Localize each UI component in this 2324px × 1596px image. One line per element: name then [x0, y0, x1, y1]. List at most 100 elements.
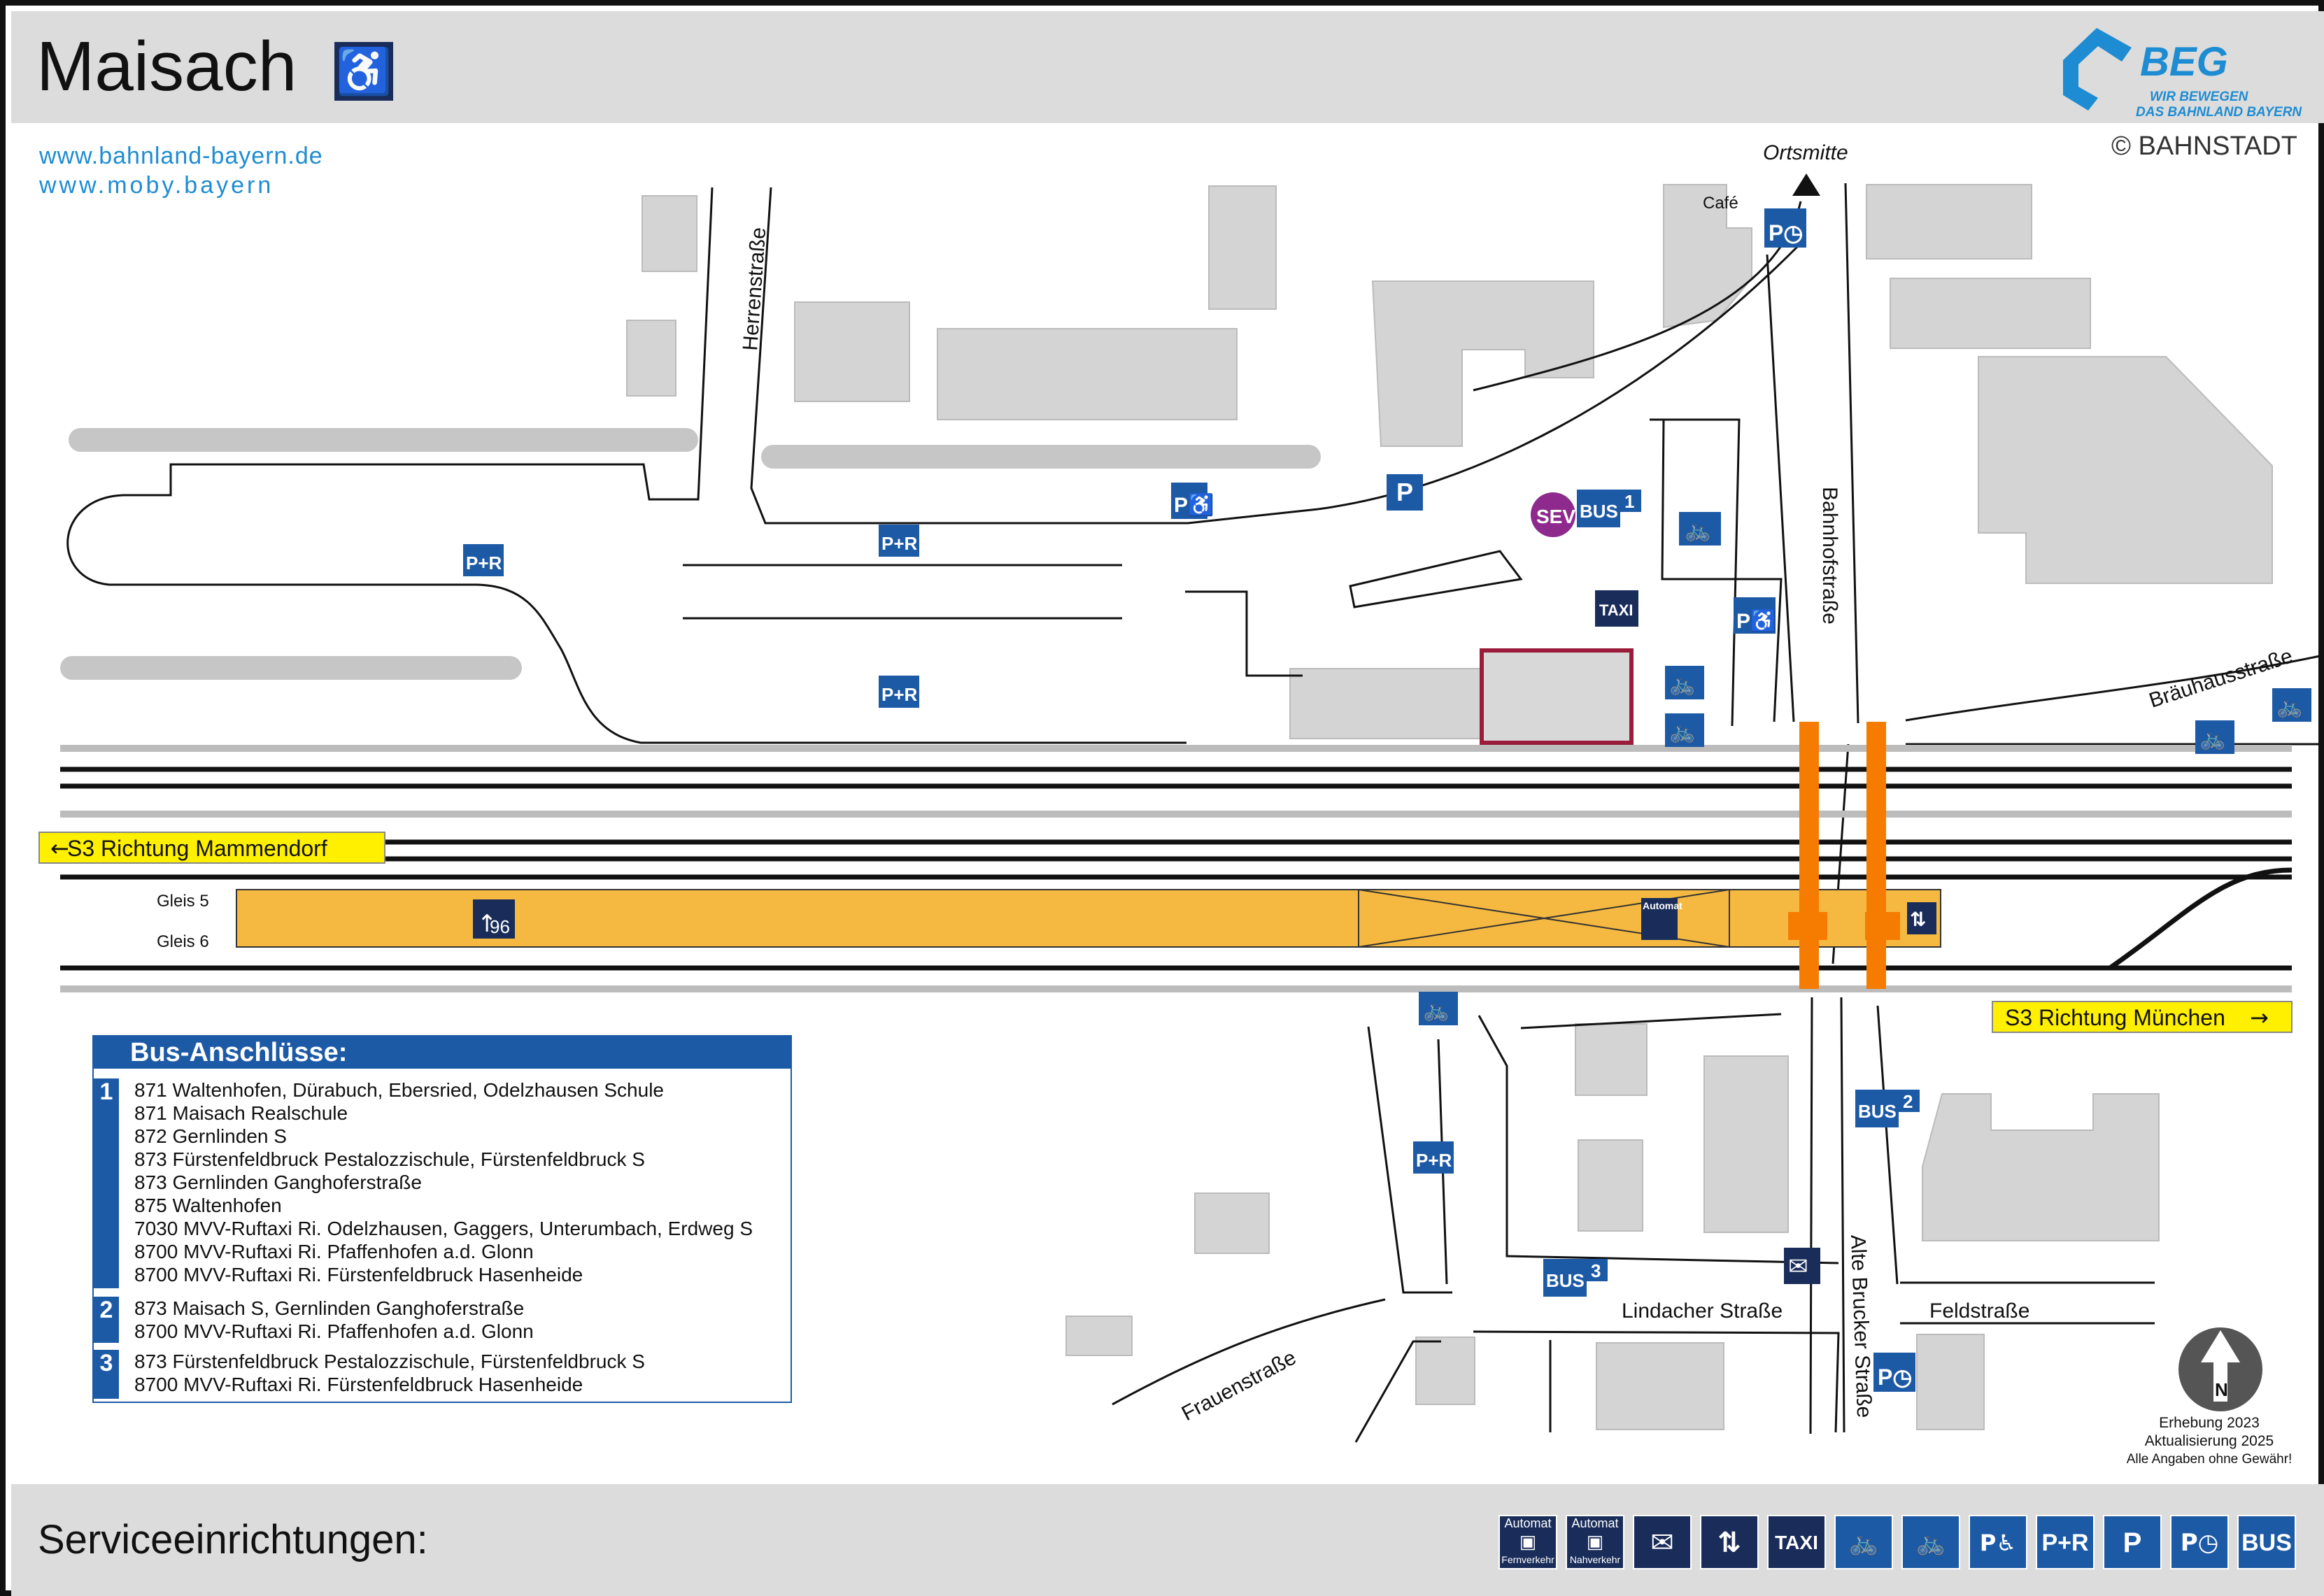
svg-text:⇅: ⇅ [1910, 908, 1926, 931]
svg-text:P+R: P+R [1416, 1150, 1452, 1171]
bus-group-2: 2 873 Maisach S, Gernlinden Ganghoferstr… [94, 1297, 791, 1346]
bus-connections-panel: Bus-Anschlüsse: 1 871 Waltenhofen, Dürab… [92, 1035, 792, 1403]
street-bahnhofstrasse: Bahnhofstraße [1818, 487, 1841, 625]
ticket-machine-long-distance-icon: Automat ▣ Fernverkehr [1498, 1515, 1557, 1569]
roads [66, 183, 2321, 1443]
station-map: S3 Richtung Mammendorf ← S3 Richtung Mün… [38, 141, 2321, 1443]
direction-west-banner: S3 Richtung Mammendorf ← [38, 832, 385, 864]
ticket-machine-local-icon: Automat ▣ Nahverkehr [1566, 1515, 1624, 1569]
short-term-parking-icon-2: P◷ [1873, 1353, 1915, 1392]
svg-text:TAXI: TAXI [1599, 601, 1633, 619]
street-alte-brucker-strasse: Alte Brucker Straße [1846, 1234, 1876, 1418]
parking-icon-1: P [1387, 474, 1423, 511]
svg-text:P♿: P♿ [1736, 608, 1776, 633]
bus-line: 8700 MVV-Ruftaxi Ri. Fürstenfeldbruck Ha… [134, 1264, 583, 1285]
svg-text:🚲: 🚲 [1669, 720, 1695, 744]
services-title: Serviceeinrichtungen: [38, 1517, 428, 1562]
direction-east-label: S3 Richtung München [2005, 1005, 2225, 1030]
bike-parking-icon-3: 🚲 [1665, 713, 1704, 747]
gleis-6-label: Gleis 6 [157, 932, 209, 951]
disabled-parking-icon-1: P♿ [1171, 483, 1214, 519]
bus-line: 8700 MVV-Ruftaxi Ri. Pfaffenhofen a.d. G… [134, 1320, 534, 1342]
bus-line: 8700 MVV-Ruftaxi Ri. Fürstenfeldbruck Ha… [134, 1374, 583, 1395]
gleis-5-label: Gleis 5 [157, 892, 209, 911]
svg-text:BUS: BUS [1858, 1101, 1897, 1122]
link-moby[interactable]: www.moby.bayern [39, 172, 274, 199]
survey-line-2: Aktualisierung 2025 [2144, 1433, 2274, 1449]
short-term-parking-icon: P◷ [2170, 1515, 2229, 1569]
place-cafe: Café [1703, 194, 1738, 213]
bus-line: 873 Fürstenfeldbruck Pestalozzischule, F… [134, 1148, 645, 1170]
svg-text:3: 3 [1591, 1260, 1601, 1281]
bus-line: 875 Waltenhofen [134, 1195, 282, 1216]
bus-line: 872 Gernlinden S [134, 1125, 287, 1147]
pr-icon-1: P+R [463, 544, 504, 576]
svg-text:P: P [1396, 478, 1413, 506]
direction-east-banner: S3 Richtung München → [1992, 1001, 2293, 1033]
bus-connections-title: Bus-Anschlüsse: [94, 1036, 791, 1069]
survey-line-3: Alle Angaben ohne Gewähr! [2126, 1452, 2293, 1467]
sev-icon: SEV [1531, 492, 1575, 537]
svg-text:1: 1 [1624, 491, 1634, 512]
underpass-stairs [1788, 722, 1900, 989]
place-ortsmitte: Ortsmitte [1763, 141, 1848, 164]
beg-logo: BEG WIR BEWEGEN DAS BAHNLAND BAYERN [2063, 28, 2302, 120]
svg-text:🚲: 🚲 [2199, 727, 2225, 751]
parking-icon: P [2103, 1515, 2162, 1569]
page-title: Maisach [36, 27, 297, 106]
svg-text:✉: ✉ [1788, 1253, 1808, 1281]
bus-line: 8700 MVV-Ruftaxi Ri. Pfaffenhofen a.d. G… [134, 1241, 534, 1262]
map-icons: P+R P+R P+R P+R P P♿ P♿ P◷ P◷ SEV BUS 1 B… [463, 208, 2311, 1392]
bus-line: 873 Gernlinden Ganghoferstraße [134, 1171, 422, 1193]
track-bed [60, 745, 2292, 992]
mailbox-icon: ✉ [1784, 1248, 1820, 1284]
street-lindacher-strasse: Lindacher Straße [1622, 1299, 1783, 1323]
svg-text:P◷: P◷ [1878, 1365, 1912, 1390]
bus-group-stop: 1 [94, 1078, 119, 1288]
bike-parking-icon-1: 🚲 [1679, 512, 1721, 546]
pr-icon-3: P+R [879, 676, 919, 708]
bike-parking-icon-6: 🚲 [1419, 992, 1458, 1025]
platform-height-marker: ↑ 96 [473, 899, 515, 939]
website-links: www.bahnland-bayern.de www.moby.bayern [39, 141, 323, 200]
svg-text:SEV: SEV [1536, 506, 1575, 527]
bus-group-3: 3 873 Fürstenfeldbruck Pestalozzischule,… [94, 1350, 791, 1399]
direction-west-label: S3 Richtung Mammendorf [67, 836, 327, 861]
bus-group-stop: 2 [94, 1297, 119, 1343]
elevator-icon: ⇅ [1700, 1515, 1759, 1569]
svg-text:P+R: P+R [881, 533, 918, 554]
arrow-right-icon: → [2250, 1004, 2269, 1031]
svg-text:🚲: 🚲 [1423, 998, 1449, 1023]
bus-line: 7030 MVV-Ruftaxi Ri. Odelzhausen, Gagger… [134, 1218, 753, 1239]
bus-group-stop: 3 [94, 1350, 119, 1399]
bus-icon: BUS [2237, 1515, 2296, 1569]
svg-text:P+R: P+R [881, 684, 918, 705]
beg-logo-name: BEG [2140, 39, 2228, 85]
disabled-parking-icon-2: P♿ [1734, 597, 1776, 634]
link-bahnland[interactable]: www.bahnland-bayern.de [39, 143, 323, 169]
header-bar: Maisach ♿ BEG WIR BEWEGEN DAS BAHNLAND B… [11, 11, 2324, 123]
street-frauenstrasse: Frauenstraße [1178, 1346, 1300, 1426]
bus-line: 873 Fürstenfeldbruck Pestalozzischule, F… [134, 1351, 645, 1372]
svg-text:P◷: P◷ [1769, 220, 1803, 245]
footer-bar: Serviceeinrichtungen: Automat ▣ Fernverk… [11, 1484, 2324, 1596]
beg-logo-tagline-1: WIR BEWEGEN [2150, 90, 2249, 104]
bike-parking-icon: 🚲 [1901, 1515, 1960, 1569]
survey-note: Erhebung 2023 Aktualisierung 2025 Alle A… [2104, 1414, 2314, 1469]
svg-text:↑: ↑ [477, 910, 497, 938]
short-term-parking-icon-1: P◷ [1764, 208, 1806, 248]
bus-line: 871 Waltenhofen, Dürabuch, Ebersried, Od… [134, 1079, 664, 1101]
svg-text:🚲: 🚲 [1669, 672, 1695, 697]
wheelchair-icon: ♿ [334, 42, 393, 101]
mailbox-icon: ✉ [1633, 1515, 1692, 1569]
svg-text:P♿: P♿ [1174, 492, 1214, 517]
railway-tracks [60, 767, 2293, 971]
buildings [626, 184, 2273, 1430]
bus-group-1: 1 871 Waltenhofen, Dürabuch, Ebersried, … [94, 1078, 791, 1294]
survey-line-1: Erhebung 2023 [2159, 1415, 2260, 1431]
street-feldstrasse: Feldstraße [1929, 1299, 2029, 1323]
ticket-machine-icon: Automat [1641, 898, 1682, 940]
station-building [1480, 648, 1634, 745]
tree-rows [60, 428, 1321, 680]
